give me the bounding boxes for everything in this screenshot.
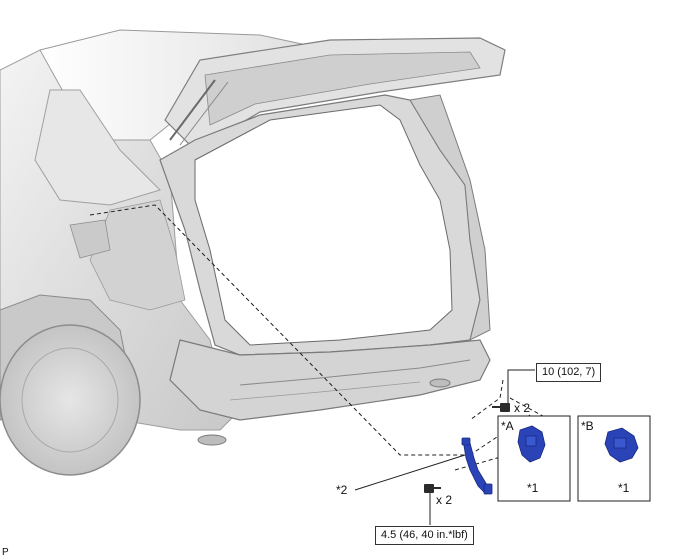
bolt-upper-icon [492, 403, 510, 412]
part-label-1a: *1 [527, 481, 539, 495]
corner-mark: P [2, 547, 9, 558]
rear-bumper [169, 339, 491, 421]
view-label-b: *B [581, 419, 594, 433]
sensor-part-a [517, 425, 546, 463]
view-label-a: *A [501, 419, 514, 433]
quantity-lower: x 2 [436, 493, 453, 507]
rear-quarter [89, 199, 186, 311]
torque-spec-lower: 4.5 (46, 40 in.*lbf) [375, 526, 474, 545]
sensor-part-b [604, 427, 639, 463]
rear-opening [194, 104, 453, 346]
tailgate-inner [204, 51, 481, 126]
exhaust-right [429, 378, 451, 388]
side-window [34, 89, 161, 206]
part-label-2: *2 [336, 483, 348, 497]
quantity-upper: x 2 [514, 401, 531, 415]
part-label-1b: *1 [618, 481, 630, 495]
right-pillar [409, 94, 491, 341]
rear-tire [0, 324, 141, 476]
exhaust-left [197, 434, 227, 446]
sensor-harness-part [461, 437, 493, 495]
bolt-lower-icon [424, 484, 441, 493]
torque-spec-upper: 10 (102, 7) [536, 363, 602, 382]
